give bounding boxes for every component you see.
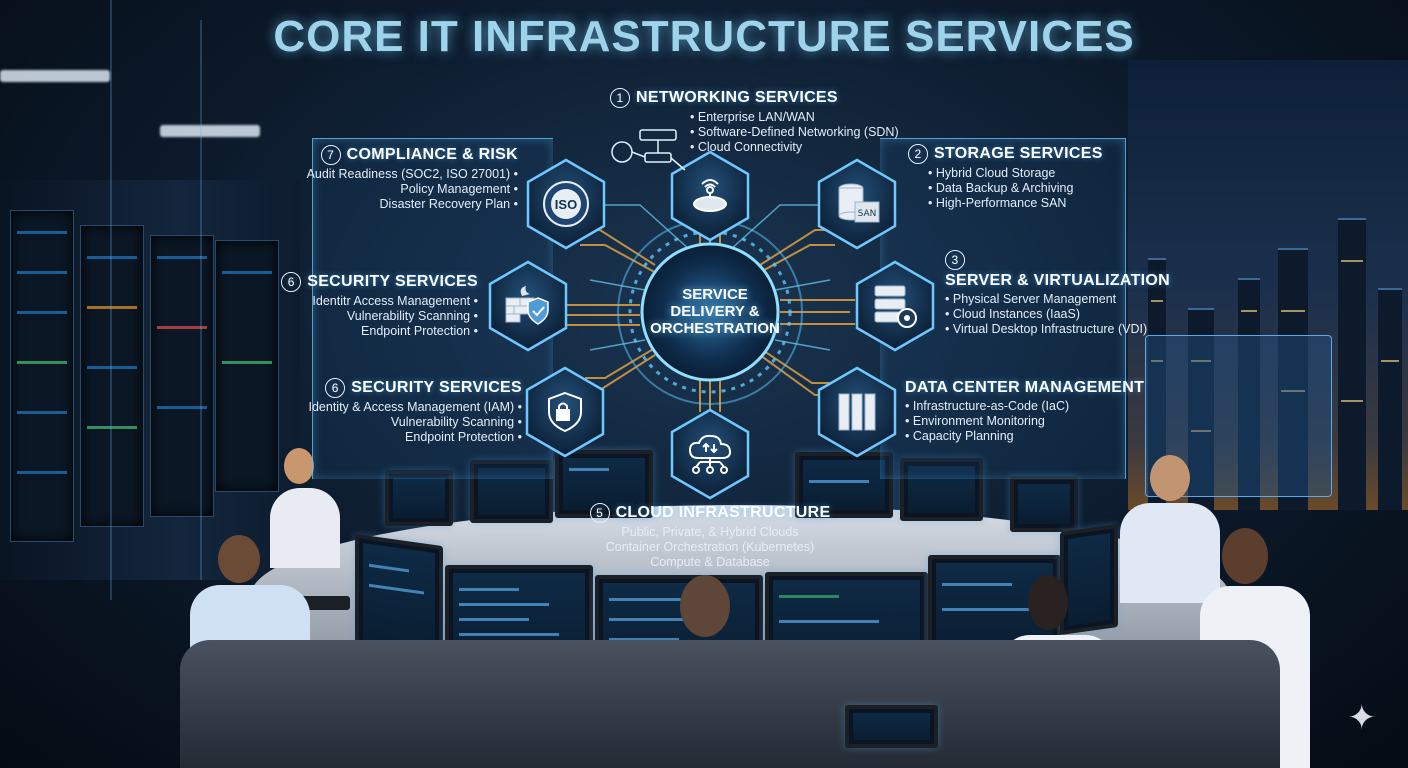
service-item: Compute & Database <box>650 555 770 569</box>
ceiling-light <box>0 70 110 82</box>
service-number: 3 <box>945 250 965 270</box>
service-item: Container Orchestration (Kubernetes) <box>605 540 815 554</box>
page-title: CORE IT INFRASTRUCTURE SERVICES <box>273 12 1135 61</box>
server-rack <box>80 225 144 527</box>
server-rack <box>215 240 279 492</box>
glass-partition <box>110 0 112 600</box>
service-item: Environment Monitoring <box>905 414 1144 429</box>
service-number: 5 <box>589 503 610 523</box>
keyboard <box>300 596 350 610</box>
shield-lock-icon <box>540 387 590 437</box>
cloud-network-icon <box>685 429 735 479</box>
iso-badge-icon: ISO <box>541 179 591 229</box>
hub-core <box>640 242 780 382</box>
service-number: 6 <box>325 378 346 398</box>
monitor <box>900 458 983 521</box>
service-item: Enterprise LAN/WAN <box>690 110 899 125</box>
service-item: Cloud Connectivity <box>690 140 899 155</box>
service-title: SECURITY SERVICES <box>351 379 522 396</box>
service-item: Identitr Access Management <box>281 294 478 309</box>
service-number: 1 <box>610 88 630 108</box>
service-item: Public, Private, & Hybrid Clouds <box>621 525 799 539</box>
service-item: Hybrid Cloud Storage <box>928 166 1103 181</box>
router-icon <box>685 171 735 221</box>
server-rack-icon <box>832 387 882 437</box>
database-icon: SAN <box>832 179 882 229</box>
service-item: Data Backup & Archiving <box>928 181 1103 196</box>
service-item: Capacity Planning <box>905 429 1144 444</box>
service-item: Infrastructure-as-Code (IaC) <box>905 399 1144 414</box>
service-item: Endpoint Protection <box>281 324 478 339</box>
desk-front <box>180 640 1280 768</box>
monitor <box>555 450 653 518</box>
glass-partition <box>200 20 202 580</box>
server-rack <box>10 210 74 542</box>
service-title: CLOUD INFRASTRUCTURE <box>615 504 831 521</box>
ceiling-light <box>160 125 260 137</box>
circuit-traces-blue <box>589 204 831 351</box>
service-item: Physical Server Management <box>945 292 1170 307</box>
service-number: 7 <box>320 145 341 165</box>
service-item: Policy Management <box>307 182 518 197</box>
firewall-shield-icon <box>503 281 553 331</box>
service-title: STORAGE SERVICES <box>934 145 1103 162</box>
service-item: Virtual Desktop Infrastructure (VDI) <box>945 322 1170 337</box>
city-window <box>1128 60 1408 510</box>
service-title: DATA CENTER MANAGEMENT <box>905 379 1145 396</box>
service-item: Disaster Recovery Plan <box>307 197 518 212</box>
tablet <box>845 705 938 748</box>
service-server-virtualization: 3 SERVER & VIRTUALIZATION Physical Serve… <box>945 250 1170 337</box>
service-cloud: 5 CLOUD INFRASTRUCTURE Public, Private, &… <box>589 503 831 570</box>
service-title: COMPLIANCE & RISK <box>346 146 518 163</box>
hub-label: SERVICE DELIVERY & ORCHESTRATION <box>650 286 780 337</box>
service-item: Cloud Instances (IaaS) <box>945 307 1170 322</box>
service-security-a: 6 SECURITY SERVICES Identitr Access Manag… <box>281 272 478 339</box>
service-item: High-Performance SAN <box>928 196 1103 211</box>
service-storage: 2 STORAGE SERVICES Hybrid Cloud Storage D… <box>908 144 1103 211</box>
sparkle-watermark-icon: ✦ <box>1347 698 1377 738</box>
svg-text:SAN: SAN <box>858 209 877 219</box>
service-title: SECURITY SERVICES <box>307 273 478 290</box>
network-devices-icon <box>611 129 686 171</box>
service-item: Software-Defined Networking (SDN) <box>690 125 899 140</box>
server-rack <box>150 235 214 517</box>
service-security-b: 6 SECURITY SERVICES Identity & Access Man… <box>309 378 523 445</box>
service-item: Audit Readiness (SOC2, ISO 27001) <box>307 167 518 182</box>
monitor <box>385 470 453 526</box>
service-datacenter: DATA CENTER MANAGEMENT Infrastructure-as… <box>905 379 1144 444</box>
server-gear-icon <box>870 281 920 331</box>
monitor <box>470 460 553 523</box>
service-title: SERVER & VIRTUALIZATION <box>945 272 1170 289</box>
monitor <box>795 452 893 518</box>
service-item: Endpoint Protection <box>309 430 523 445</box>
service-item: Vulnerability Scanning <box>309 415 523 430</box>
service-number: 2 <box>908 144 928 164</box>
service-title: NETWORKING SERVICES <box>636 89 838 106</box>
hex-cloud <box>670 408 750 500</box>
service-item: Vulnerability Scanning <box>281 309 478 324</box>
service-compliance: 7 COMPLIANCE & RISK Audit Readiness (SOC2… <box>307 145 518 212</box>
service-number: 6 <box>281 272 302 292</box>
svg-text:ISO: ISO <box>555 197 577 212</box>
monitor <box>1010 476 1078 532</box>
service-item: Identity & Access Management (IAM) <box>309 400 523 415</box>
